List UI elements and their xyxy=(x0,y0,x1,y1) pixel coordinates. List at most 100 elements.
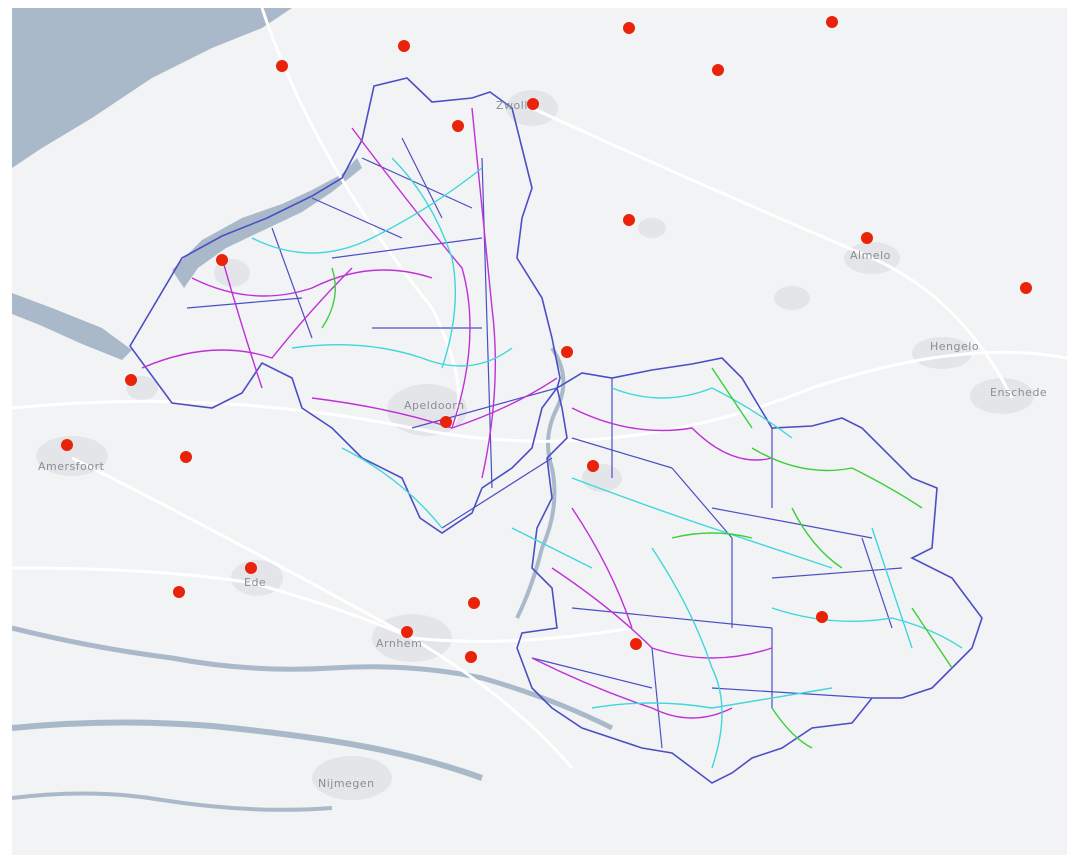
station-marker[interactable] xyxy=(826,16,838,28)
station-marker[interactable] xyxy=(561,346,573,358)
rhine-river xyxy=(12,625,614,731)
route-cyan[interactable] xyxy=(611,387,793,439)
route-purple[interactable] xyxy=(531,657,733,719)
urban-area xyxy=(774,286,810,310)
road xyxy=(12,350,1067,443)
route-purple[interactable] xyxy=(141,267,353,369)
region-boundary xyxy=(531,657,653,689)
route-green[interactable] xyxy=(791,507,843,569)
station-marker[interactable] xyxy=(623,22,635,34)
city-label-ede: Ede xyxy=(244,576,266,589)
region-boundary xyxy=(401,137,443,219)
city-label-amersfoort: Amersfoort xyxy=(38,460,105,473)
station-marker[interactable] xyxy=(587,460,599,472)
route-cyan[interactable] xyxy=(251,167,483,254)
waal-river xyxy=(12,719,484,781)
route-purple[interactable] xyxy=(311,377,558,429)
route-cyan[interactable] xyxy=(291,343,513,367)
city-label-enschede: Enschede xyxy=(990,386,1047,399)
route-cyan[interactable] xyxy=(571,477,833,569)
urban-area xyxy=(912,337,972,369)
route-cyan[interactable] xyxy=(511,527,593,569)
station-marker[interactable] xyxy=(125,374,137,386)
region-outline[interactable] xyxy=(129,77,561,534)
station-marker[interactable] xyxy=(398,40,410,52)
route-green[interactable] xyxy=(771,707,813,749)
region-boundary xyxy=(771,567,903,579)
station-marker[interactable] xyxy=(452,120,464,132)
urban-area xyxy=(638,218,666,238)
station-marker[interactable] xyxy=(245,562,257,574)
station-marker[interactable] xyxy=(712,64,724,76)
route-cyan[interactable] xyxy=(771,607,963,649)
region-boundary xyxy=(571,607,773,629)
route-green[interactable] xyxy=(911,607,953,669)
route-purple[interactable] xyxy=(551,567,773,659)
urban-area xyxy=(214,259,250,287)
city-labels: Zwolle Almelo Hengelo Enschede Apeldoorn… xyxy=(38,99,1047,790)
urban-area xyxy=(970,378,1034,414)
region-boundary xyxy=(711,687,873,699)
region-boundary xyxy=(411,387,558,429)
station-marker[interactable] xyxy=(468,597,480,609)
ijsselmeer-water xyxy=(12,8,292,168)
city-label-zwolle: Zwolle xyxy=(496,99,535,112)
road xyxy=(12,566,633,643)
maas-river xyxy=(12,791,333,812)
route-purple[interactable] xyxy=(471,107,497,479)
city-label-almelo: Almelo xyxy=(850,249,891,262)
map-canvas[interactable]: Zwolle Almelo Hengelo Enschede Apeldoorn… xyxy=(12,8,1067,855)
eemmeer-water xyxy=(12,293,132,360)
station-marker[interactable] xyxy=(61,439,73,451)
route-purple[interactable] xyxy=(351,127,471,429)
station-markers[interactable] xyxy=(61,16,1032,663)
urban-area xyxy=(312,756,392,800)
veluwemeer-water xyxy=(172,158,362,288)
region-boundary xyxy=(651,647,663,749)
region-boundary xyxy=(861,537,893,629)
region-outline[interactable] xyxy=(516,357,983,784)
region-boundary xyxy=(186,297,303,309)
route-purple[interactable] xyxy=(571,407,773,461)
road xyxy=(531,106,1014,399)
city-label-hengelo: Hengelo xyxy=(930,340,979,353)
city-label-arnhem: Arnhem xyxy=(376,637,422,650)
city-label-apeldoorn: Apeldoorn xyxy=(404,399,465,412)
route-green[interactable] xyxy=(751,447,923,509)
route-cyan[interactable] xyxy=(651,547,723,769)
region-boundary xyxy=(311,197,403,239)
route-cyan[interactable] xyxy=(871,527,913,649)
station-marker[interactable] xyxy=(1020,282,1032,294)
station-marker[interactable] xyxy=(816,611,828,623)
route-green[interactable] xyxy=(321,267,337,329)
station-marker[interactable] xyxy=(216,254,228,266)
station-marker[interactable] xyxy=(465,651,477,663)
route-purple[interactable] xyxy=(191,269,433,297)
road xyxy=(260,8,461,429)
route-green[interactable] xyxy=(711,367,753,429)
route-cyan[interactable] xyxy=(591,687,833,709)
station-marker[interactable] xyxy=(861,232,873,244)
station-marker[interactable] xyxy=(401,626,413,638)
region-network[interactable] xyxy=(129,77,983,784)
station-marker[interactable] xyxy=(630,638,642,650)
region-boundary xyxy=(271,227,313,339)
route-cyan[interactable] xyxy=(341,447,443,529)
station-marker[interactable] xyxy=(623,214,635,226)
road xyxy=(71,456,574,769)
route-cyan[interactable] xyxy=(391,157,457,369)
route-green[interactable] xyxy=(671,532,753,539)
station-marker[interactable] xyxy=(440,416,452,428)
station-marker[interactable] xyxy=(527,98,539,110)
station-marker[interactable] xyxy=(180,451,192,463)
region-boundary xyxy=(441,457,553,529)
station-marker[interactable] xyxy=(276,60,288,72)
road-layer xyxy=(12,8,1067,769)
route-purple[interactable] xyxy=(221,257,263,389)
city-label-nijmegen: Nijmegen xyxy=(318,777,375,790)
region-boundary xyxy=(571,437,673,469)
water-layer xyxy=(12,8,614,812)
region-boundary xyxy=(711,507,873,539)
route-purple[interactable] xyxy=(571,507,633,629)
station-marker[interactable] xyxy=(173,586,185,598)
